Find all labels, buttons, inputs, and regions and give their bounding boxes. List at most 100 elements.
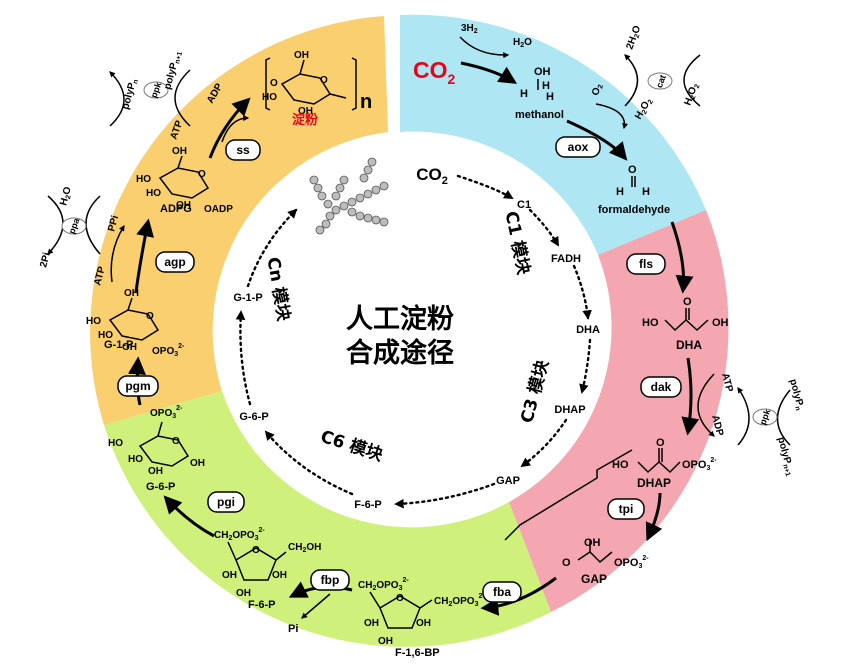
agp-enzyme-badge bbox=[155, 251, 195, 273]
starch-ho: HO bbox=[262, 92, 277, 103]
svg-text:OH: OH bbox=[534, 66, 551, 78]
title-line-1: 人工淀粉 bbox=[346, 303, 454, 335]
adpg-oh: OH bbox=[176, 200, 191, 211]
f16bp-ch2opo3-right: CH2OPO32- bbox=[434, 593, 485, 608]
dak-enzyme-badge bbox=[640, 376, 682, 398]
agp-atp-label: ATP bbox=[92, 265, 108, 287]
dhap-ho: HO bbox=[612, 459, 629, 471]
cat-2h2o-label: 2H2O bbox=[624, 24, 644, 51]
title-line-2: 合成途径 bbox=[346, 337, 454, 369]
svg-text:H: H bbox=[642, 186, 650, 198]
tpi-label: tpi bbox=[619, 502, 634, 516]
f16bp-structure bbox=[369, 591, 433, 629]
cn-polyp-n-label: polyPn bbox=[120, 77, 140, 111]
h2o-out-label: H2O bbox=[513, 37, 532, 49]
dha-o: O bbox=[683, 296, 692, 308]
tpi-enzyme-badge bbox=[607, 498, 645, 520]
atp-ppi-side-arrow bbox=[110, 224, 125, 283]
adpg-ho-1: HO bbox=[136, 174, 151, 185]
cn-polyp-n1-label: polyPn+1 bbox=[162, 50, 184, 91]
g6p-oh-1: OH bbox=[148, 466, 163, 477]
o2-label: O2 bbox=[590, 83, 605, 97]
arrow-dha-dhap bbox=[579, 338, 592, 394]
starch-n: n bbox=[360, 91, 372, 113]
arrow-g1p-starch bbox=[246, 208, 298, 288]
cn-ppk-enzyme-badge bbox=[143, 81, 169, 99]
f16bp-oh-2: OH bbox=[416, 618, 431, 629]
adpg-to-starch-arrow bbox=[208, 97, 251, 159]
catalase-arrow-right bbox=[683, 54, 701, 107]
module-label-c3: C3 模块 bbox=[516, 357, 553, 425]
formaldehyde-to-dha-arrow bbox=[670, 221, 694, 294]
g1p-ho-2: HO bbox=[98, 330, 113, 341]
c3-ppk-arrow-left bbox=[737, 387, 750, 446]
module-label-cn: Cn 模块 bbox=[262, 255, 294, 323]
cn-ppk-arrow-right bbox=[174, 69, 191, 127]
dak-label: dak bbox=[651, 380, 672, 394]
aox-enzyme-badge bbox=[555, 136, 601, 158]
fba-enzyme-badge bbox=[482, 581, 522, 603]
adpg-structure bbox=[158, 155, 210, 199]
inner-node-dha: DHA bbox=[576, 324, 600, 336]
f6p-ch2oh: CH2OH bbox=[288, 542, 321, 554]
dha-structure bbox=[664, 308, 709, 332]
adpg-oadp-label: OADP bbox=[204, 204, 233, 215]
f16bp-o: O bbox=[396, 593, 404, 604]
agp-ppi-label: PPi bbox=[106, 214, 121, 233]
adpg-oh-top: OH bbox=[172, 146, 187, 157]
starch-structure bbox=[265, 57, 357, 111]
c3-polyp-n1-label: polyPn+1 bbox=[774, 436, 796, 477]
inner-cycle bbox=[235, 174, 592, 509]
svg-text:H: H bbox=[616, 186, 624, 198]
co2-label: CO2 bbox=[413, 57, 456, 87]
c1-module-segment bbox=[400, 14, 706, 255]
c3-module-segment bbox=[509, 210, 729, 612]
cn-module-segment bbox=[90, 16, 388, 425]
dhap-structure bbox=[637, 448, 681, 474]
gap-o: O bbox=[562, 557, 571, 569]
f6p-ch2opo3: CH2OPO32- bbox=[214, 527, 265, 542]
g1p-to-adpg-arrow bbox=[134, 218, 155, 293]
g1p-o: O bbox=[146, 311, 154, 322]
fbp-enzyme-badge bbox=[310, 569, 350, 591]
ss-enzyme-badge bbox=[225, 139, 261, 161]
svg-text:O: O bbox=[628, 164, 637, 176]
gap-oh: OH bbox=[584, 537, 601, 549]
c6-module-segment bbox=[104, 391, 551, 647]
pgm-enzyme-badge bbox=[117, 375, 159, 397]
adp-side-arrow bbox=[221, 115, 250, 143]
starch-oh-top: OH bbox=[294, 50, 309, 61]
module-label-c6: C6 模块 bbox=[318, 426, 387, 466]
ss-label: ss bbox=[236, 143, 250, 157]
starch-branch-icon bbox=[309, 157, 389, 235]
formaldehyde-structure: O H H bbox=[616, 164, 650, 198]
arrow-f6p-g6p bbox=[264, 430, 354, 496]
ppa-enzyme-badge bbox=[61, 217, 87, 235]
f16bp-ch2opo3-left: CH2OPO32- bbox=[358, 577, 409, 592]
g1p-label: G-1-P bbox=[104, 339, 133, 351]
g6p-ho-2: HO bbox=[128, 454, 143, 465]
fbp-label: fbp bbox=[321, 573, 340, 587]
cat-h2o2-label: H2O2 bbox=[682, 82, 701, 108]
starch-label: 淀粉 bbox=[292, 112, 318, 128]
pgm-label: pgm bbox=[125, 379, 150, 393]
methanol-structure: OH H H H bbox=[520, 66, 554, 103]
gap-label: GAP bbox=[581, 572, 607, 586]
g6p-label: G-6-P bbox=[146, 481, 175, 493]
cat-enzyme-badge bbox=[647, 72, 673, 90]
gap-to-f16bp-arrow bbox=[480, 576, 557, 616]
formaldehyde-label: formaldehyde bbox=[598, 204, 670, 216]
inner-node-f6p: F-6-P bbox=[354, 499, 382, 511]
dhap-opo3: OPO32- bbox=[682, 457, 717, 472]
co2-to-methanol-arrow bbox=[460, 61, 518, 84]
dha-to-dhap-arrow bbox=[681, 357, 700, 436]
g1p-oh-top: OH bbox=[124, 288, 139, 299]
cn-ppk-arrow-left bbox=[109, 71, 125, 127]
dak-adp-label: ADP bbox=[709, 414, 725, 438]
adpg-ho-2: HO bbox=[146, 188, 161, 199]
adpg-o: O bbox=[198, 169, 206, 180]
f6p-to-g6p-arrow bbox=[163, 495, 215, 538]
f6p-o: O bbox=[252, 545, 260, 556]
dhap-o: O bbox=[656, 437, 665, 449]
